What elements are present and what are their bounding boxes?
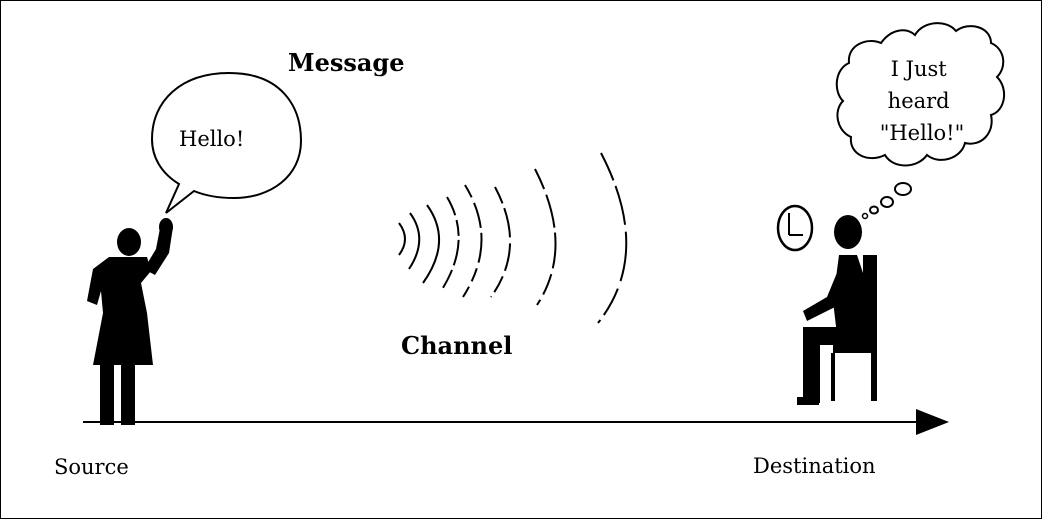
message-label: Message xyxy=(288,48,404,77)
thought-text: I Just heard "Hello!" xyxy=(880,57,965,145)
baseline-arrow xyxy=(83,409,949,435)
speech-bubble: Hello! xyxy=(150,71,303,214)
thought-line-3: "Hello!" xyxy=(880,121,965,145)
thought-line-2: heard xyxy=(888,89,950,113)
clock-icon xyxy=(776,204,814,252)
chair-icon xyxy=(831,255,877,401)
source-person-icon xyxy=(87,218,173,425)
speech-text: Hello! xyxy=(179,127,244,151)
thought-line-1: I Just xyxy=(891,57,948,81)
thought-bubble: I Just heard "Hello!" xyxy=(835,22,1006,220)
source-label: Source xyxy=(54,455,129,479)
sound-waves-icon xyxy=(398,152,628,324)
channel-label: Channel xyxy=(401,331,512,360)
destination-person-icon xyxy=(797,215,863,405)
destination-label: Destination xyxy=(753,454,876,478)
